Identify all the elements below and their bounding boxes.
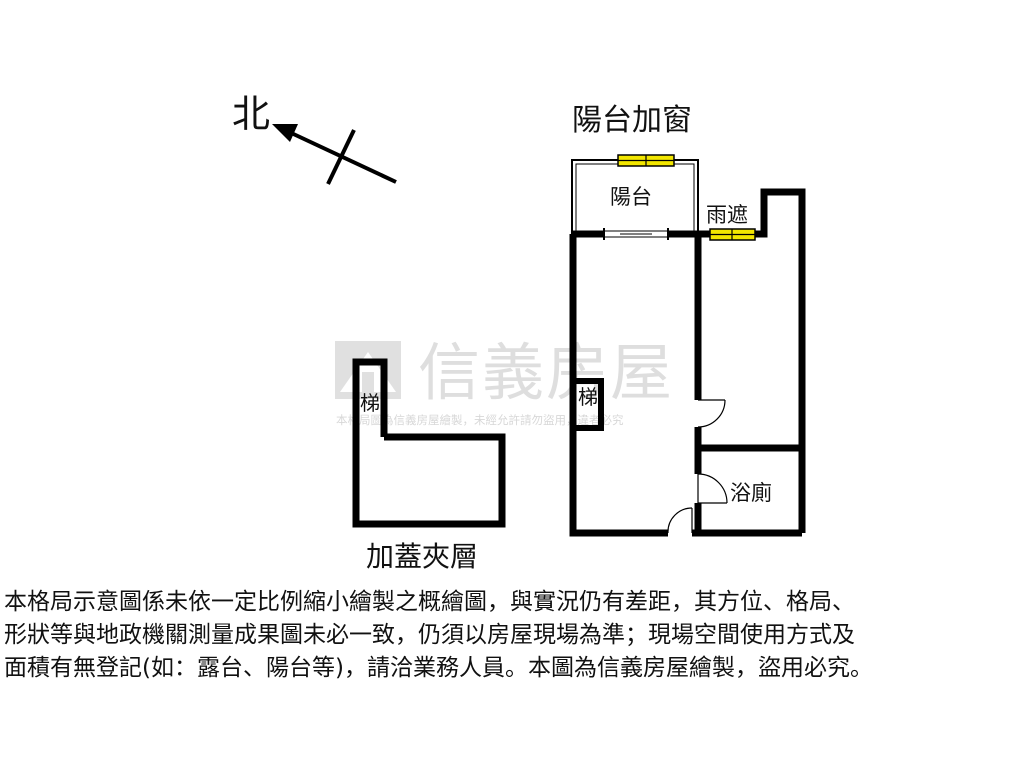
mezzanine-walls <box>352 358 506 528</box>
entrance-door-swing <box>667 507 693 534</box>
compass-arrow-head <box>272 124 298 142</box>
compass-cross-tick <box>326 129 356 185</box>
mezzanine-label: 加蓋夾層 <box>366 540 478 573</box>
disclaimer: 本格局示意圖係未依一定比例縮小繪製之概繪圖，與實況仍有差距，其方位、格局、 形狀… <box>4 586 1020 685</box>
balcony-label: 陽台 <box>610 185 652 209</box>
awning-window <box>709 228 756 241</box>
mezzanine-plan <box>352 358 506 528</box>
watermark-brand: 信義房屋 <box>418 336 674 409</box>
disclaimer-line-2: 形狀等與地政機關測量成果圖未必一致，仍須以房屋現場為準；現場空間使用方式及 <box>4 622 855 648</box>
stairs-right <box>575 378 604 431</box>
balcony-window-label: 陽台加窗 <box>572 103 692 138</box>
bathroom-door-swing <box>697 473 728 504</box>
stairs-label-right: 梯 <box>578 385 598 409</box>
balcony-sliding-door <box>603 228 669 240</box>
stairs-label-left: 梯 <box>360 391 380 415</box>
disclaimer-line-1: 本格局示意圖係未依一定比例縮小繪製之概繪圖，與實況仍有差距，其方位、格局、 <box>4 589 855 615</box>
door-swing-upper <box>697 399 726 428</box>
watermark-notice: 本格局圖為信義房屋繪製，未經允許請勿盜用，違者必究 <box>336 413 624 427</box>
disclaimer-line-3: 面積有無登記(如：露台、陽台等)，請洽業務人員。本圖為信義房屋繪製，盜用必究。 <box>4 655 873 681</box>
balcony <box>571 154 699 234</box>
awning-label: 雨遮 <box>706 203 748 227</box>
north-compass: 北 <box>232 92 397 185</box>
north-label: 北 <box>232 92 270 136</box>
bathroom-label: 浴廁 <box>730 481 772 505</box>
main-unit-walls <box>569 188 806 537</box>
